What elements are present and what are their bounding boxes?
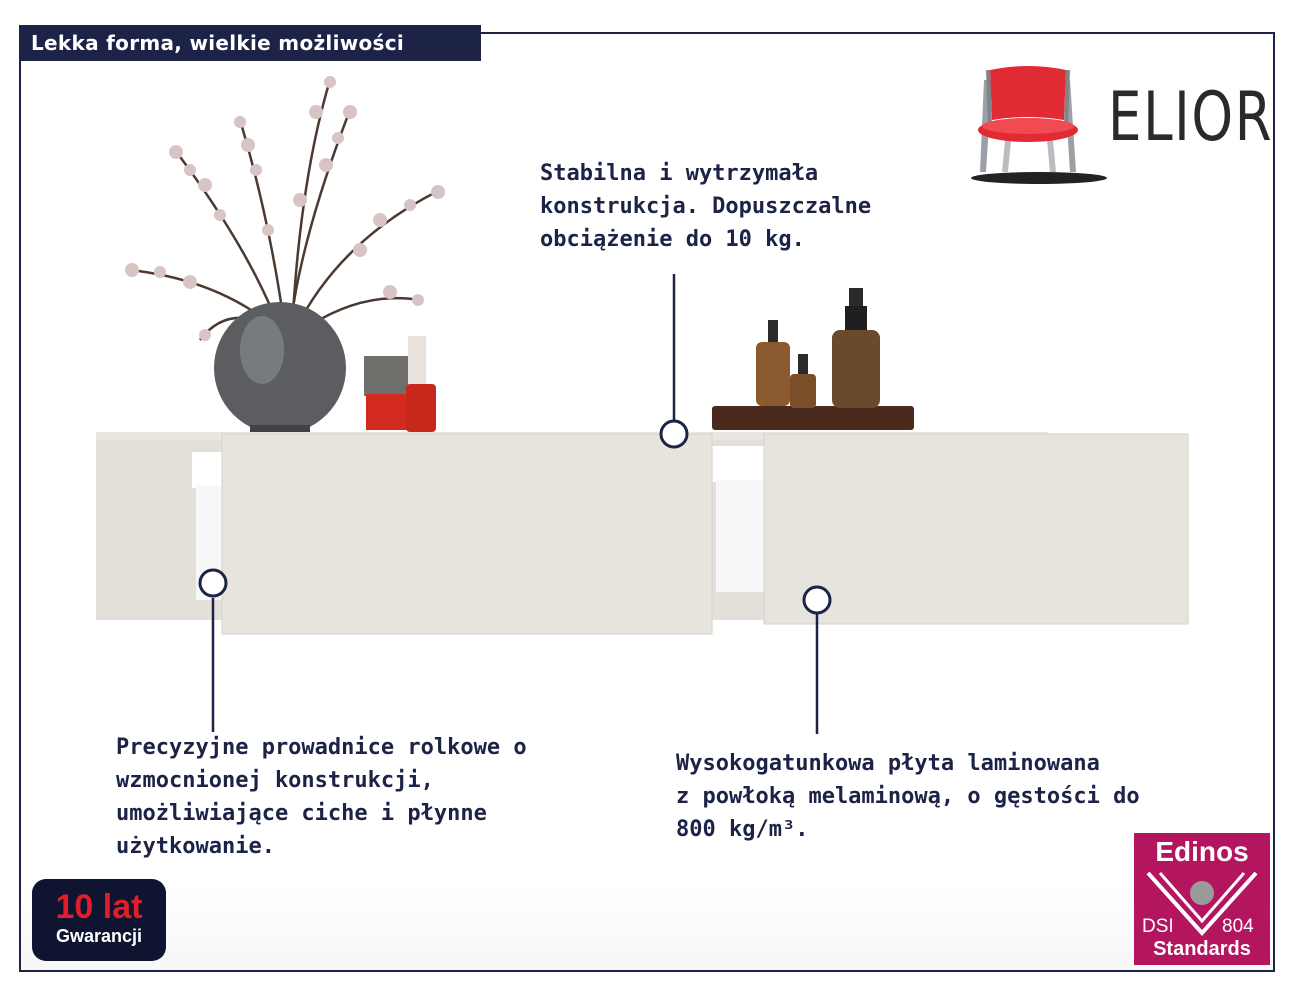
callout-line: 800 kg/m³. [676, 817, 809, 842]
jar [364, 356, 412, 396]
floor-shade [21, 880, 1273, 970]
tray [712, 406, 914, 430]
cert-title: Edinos [1155, 836, 1249, 867]
callout-line: użytkowanie. [116, 834, 275, 859]
certification-badge: Edinos DSI 804 Standards [1134, 833, 1270, 965]
callout-line: wzmocnionej konstrukcji, [116, 768, 434, 793]
page-title: Lekka forma, wielkie możliwości [19, 25, 481, 61]
callout-line: konstrukcja. Dopuszczalne [540, 194, 872, 219]
cert-code-left: DSI [1142, 916, 1174, 937]
cert-mark-icon [1146, 871, 1258, 936]
warranty-label: Gwarancji [55, 926, 143, 946]
content-frame [19, 32, 1275, 972]
drawer-front-left [221, 433, 713, 635]
flower-branches [129, 79, 441, 341]
nail-polish [406, 384, 436, 432]
cert-subtitle: Standards [1153, 938, 1251, 960]
callout-line: Stabilna i wytrzymała [540, 161, 819, 186]
drawer-front-right [763, 433, 1189, 625]
callout-line: umożliwiające ciche i płynne [116, 801, 487, 826]
callout-line: Wysokogatunkowa płyta laminowana [676, 751, 1100, 776]
callout-line: z powłoką melaminową, o gęstości do [676, 784, 1140, 809]
callout-line: obciążenie do 10 kg. [540, 227, 805, 252]
warranty-years: 10 lat [55, 888, 143, 926]
callout-line: Precyzyjne prowadnice rolkowe o [116, 735, 527, 760]
callout-material: Wysokogatunkowa płyta laminowana z powło… [676, 747, 1140, 846]
cert-code-right: 804 [1222, 916, 1254, 937]
dropper-bottle [756, 342, 790, 406]
blossoms [125, 76, 445, 341]
brand-name: ELIOR [1108, 78, 1274, 157]
chair-icon [971, 66, 1107, 184]
callout-load-capacity: Stabilna i wytrzymała konstrukcja. Dopus… [540, 157, 871, 256]
callout-drawer-slides: Precyzyjne prowadnice rolkowe o wzmocnio… [116, 731, 527, 863]
warranty-badge: 10 lat Gwarancji [32, 879, 166, 961]
spray-bottle [832, 330, 880, 408]
callout-markers [198, 274, 832, 734]
